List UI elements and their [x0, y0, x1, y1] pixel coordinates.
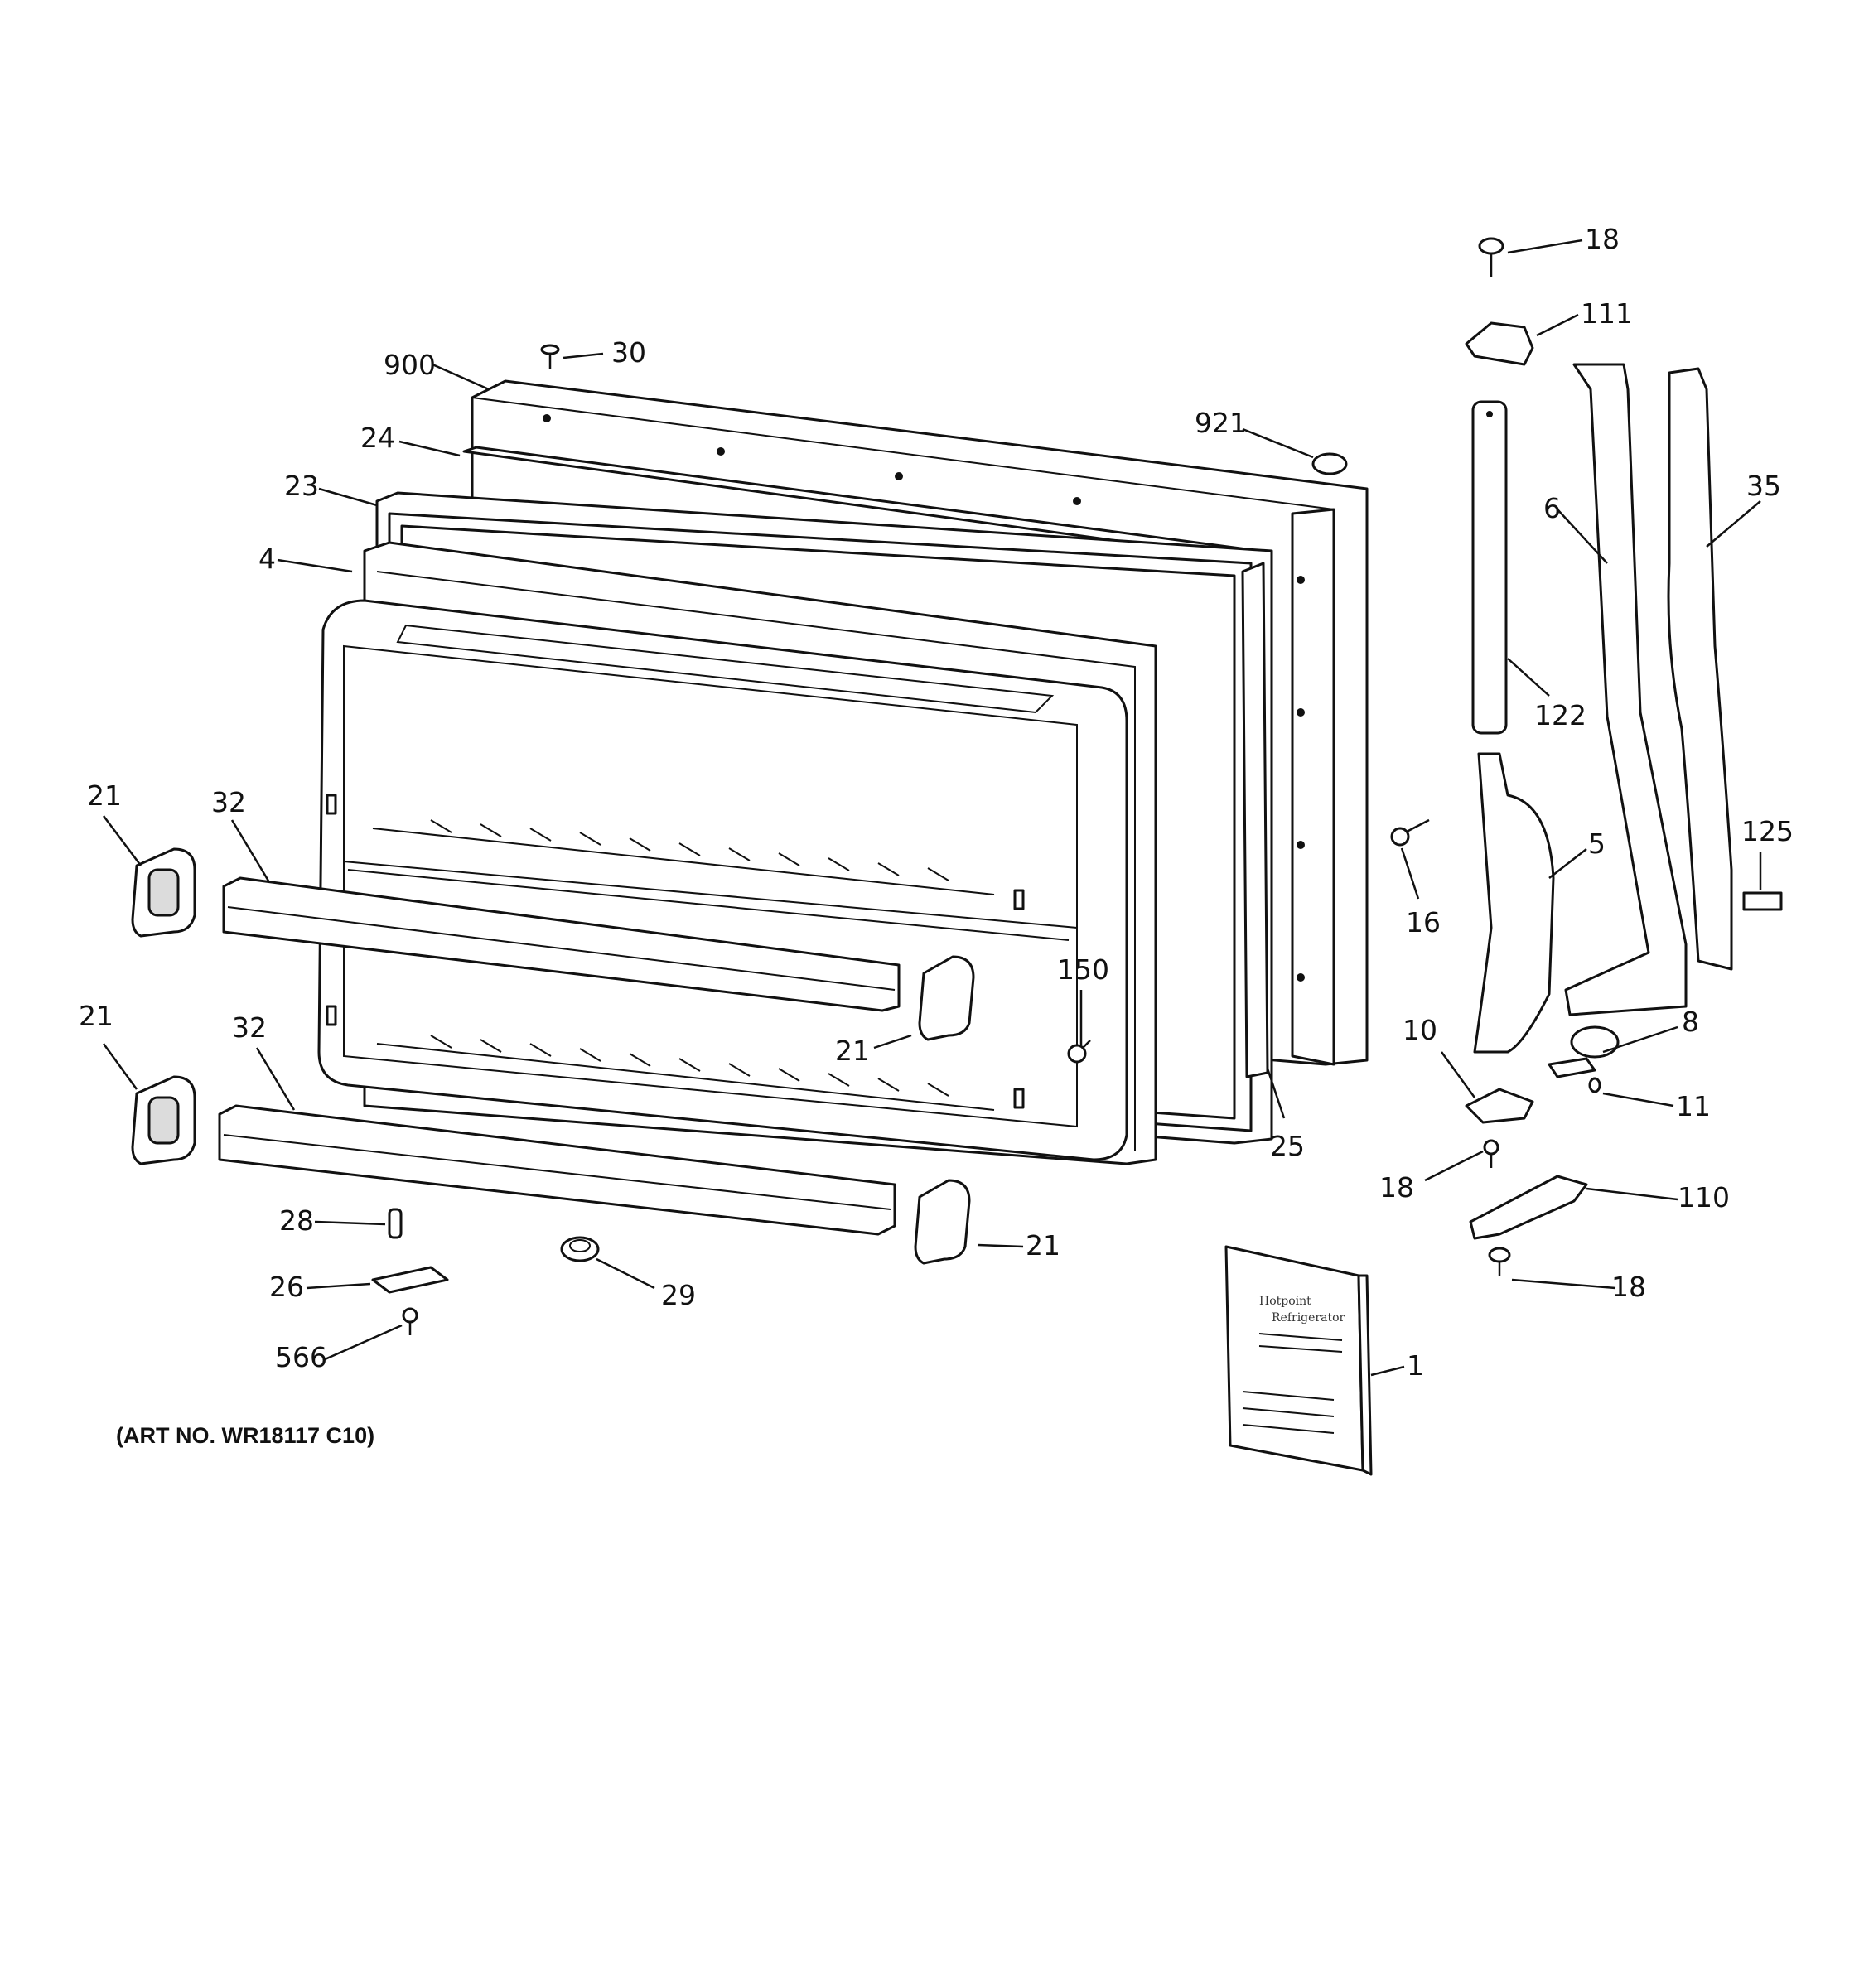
screw-18-bot [1488, 1247, 1511, 1276]
callout-122: 122 [1534, 699, 1586, 731]
hinge-cover-111 [1465, 321, 1534, 366]
hinge-pin-bar-122 [1471, 400, 1508, 735]
callout-21-b: 21 [835, 1035, 870, 1067]
callout-150: 150 [1057, 953, 1109, 986]
callout-32-a: 32 [211, 786, 246, 818]
callout-921: 921 [1195, 407, 1247, 439]
screw-28 [388, 1208, 403, 1239]
callout-18-mid: 18 [1379, 1171, 1414, 1204]
plug-29 [560, 1236, 600, 1262]
callout-125: 125 [1741, 815, 1794, 847]
shelf-bar-lower [218, 1104, 896, 1236]
spacer-125 [1742, 891, 1783, 911]
manual-brand: Hotpoint [1259, 1295, 1311, 1308]
callout-900: 900 [384, 349, 436, 381]
end-cap [918, 955, 975, 1041]
callout-26: 26 [269, 1271, 304, 1303]
gasket-strip [1241, 562, 1269, 1078]
screw-16 [1390, 818, 1430, 847]
inner-door-liner [317, 599, 1128, 1161]
callout-566: 566 [275, 1341, 327, 1373]
end-cap [131, 1075, 196, 1165]
callout-6: 6 [1543, 492, 1561, 524]
hinge-plate-10 [1465, 1088, 1534, 1124]
callout-35: 35 [1746, 470, 1781, 502]
screw-11 [1588, 1077, 1601, 1093]
callout-5: 5 [1588, 828, 1606, 860]
callout-4: 4 [258, 543, 276, 575]
callout-labels: 900 30 24 921 23 4 18 111 6 35 122 5 125… [79, 223, 1794, 1382]
screw-18-mid [1483, 1139, 1499, 1168]
end-cap [914, 1179, 971, 1265]
callout-21-a: 21 [87, 779, 122, 812]
callout-29: 29 [661, 1279, 696, 1311]
leader-lines [102, 239, 1762, 1377]
callout-10: 10 [1403, 1014, 1437, 1046]
handle-6 [1564, 363, 1688, 1016]
shelf-bar-upper [222, 876, 901, 1012]
callout-8: 8 [1682, 1006, 1699, 1038]
screw-150 [1067, 1040, 1091, 1064]
art-number: (ART NO. WR18117 C10) [116, 1423, 374, 1448]
callout-11: 11 [1676, 1090, 1711, 1122]
callout-30: 30 [611, 336, 646, 369]
callout-111: 111 [1581, 297, 1633, 330]
callout-21-c: 21 [79, 1000, 113, 1032]
screw-566 [402, 1307, 418, 1335]
screw-18-top [1478, 237, 1504, 277]
owners-manual: Hotpoint Refrigerator [1224, 1245, 1373, 1476]
handle-cover-5 [1473, 752, 1555, 1054]
bottom-hinge-110 [1469, 1175, 1588, 1240]
plug-button [1311, 452, 1348, 475]
bracket-8 [1548, 1025, 1620, 1078]
callout-110: 110 [1678, 1181, 1730, 1214]
callout-25: 25 [1270, 1130, 1305, 1162]
bracket-26 [371, 1266, 449, 1294]
handle-trim-35 [1667, 367, 1733, 971]
callout-16: 16 [1406, 906, 1441, 939]
callout-23: 23 [284, 470, 319, 502]
screw-30 [540, 344, 560, 369]
callout-24: 24 [360, 422, 395, 454]
callout-28: 28 [279, 1204, 314, 1237]
callout-32-b: 32 [232, 1011, 267, 1044]
callout-1: 1 [1407, 1349, 1424, 1382]
manual-title: Refrigerator [1272, 1311, 1345, 1325]
end-cap [131, 847, 196, 938]
callout-18-top: 18 [1585, 223, 1620, 255]
callout-21-d: 21 [1026, 1229, 1060, 1262]
callout-18-bot: 18 [1611, 1271, 1646, 1303]
